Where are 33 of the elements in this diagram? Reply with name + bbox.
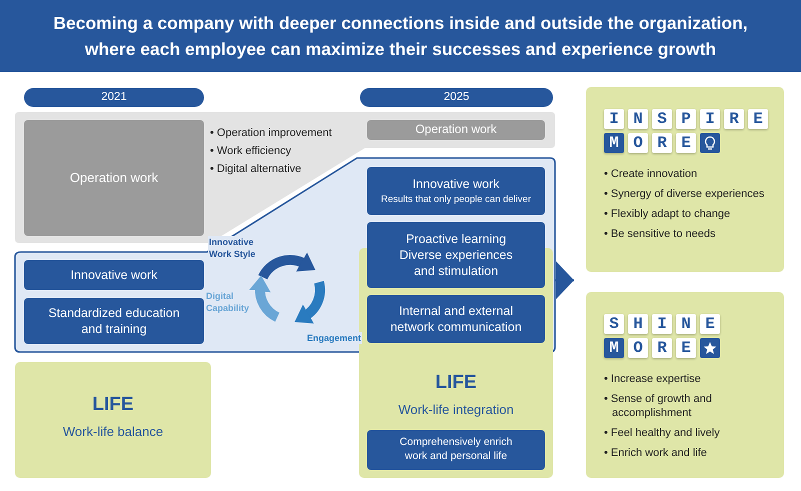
bullet-item: • Create innovation bbox=[604, 167, 698, 181]
goal-panel bbox=[586, 292, 784, 478]
work-box: Internal and external network communication bbox=[367, 295, 545, 343]
year-pill: 2025 bbox=[360, 88, 553, 107]
life-panel bbox=[15, 362, 211, 478]
bullet-item: • Digital alternative bbox=[210, 162, 302, 177]
bullet-item: • Work efficiency bbox=[210, 144, 292, 159]
life-heading: LIFE bbox=[91, 394, 135, 416]
title-text: Becoming a company with deeper connections inside and outside the organization, where each employee can maximize their successes and experience growth bbox=[52, 12, 749, 61]
cycle-label: Engagement bbox=[306, 332, 362, 344]
bullet-item: • Synergy of diverse experiences bbox=[604, 187, 766, 201]
life-heading: LIFE bbox=[434, 372, 478, 394]
work-box bbox=[367, 167, 545, 215]
operation-box: Operation work bbox=[24, 120, 204, 236]
cycle-label: Digital Capability bbox=[205, 290, 255, 314]
work-box: Innovative work bbox=[24, 260, 204, 290]
bullet-item: • Be sensitive to needs bbox=[604, 227, 716, 241]
goal-panel bbox=[586, 87, 784, 272]
life-subtitle: Work-life integration bbox=[397, 402, 515, 417]
bullet-item: • Sense of growth and accomplishment bbox=[604, 392, 713, 420]
bullet-item: • Increase expertise bbox=[604, 372, 702, 386]
box-heading: Innovative work bbox=[412, 176, 500, 193]
operation-box: Operation work bbox=[367, 120, 545, 140]
box-subtext: Results that only people can deliver bbox=[381, 193, 531, 207]
arrow bbox=[555, 261, 574, 300]
life-subtitle: Work-life balance bbox=[62, 424, 164, 439]
bullet-item: • Feel healthy and lively bbox=[604, 426, 721, 440]
bullet-item: • Operation improvement bbox=[210, 126, 332, 141]
bullet-item: • Enrich work and life bbox=[604, 446, 708, 460]
work-box: Standardized education and training bbox=[24, 298, 204, 344]
year-pill: 2021 bbox=[24, 88, 204, 107]
life-box: Comprehensively enrich work and personal life bbox=[367, 430, 545, 470]
bullet-item: • Flexibly adapt to change bbox=[604, 207, 732, 221]
